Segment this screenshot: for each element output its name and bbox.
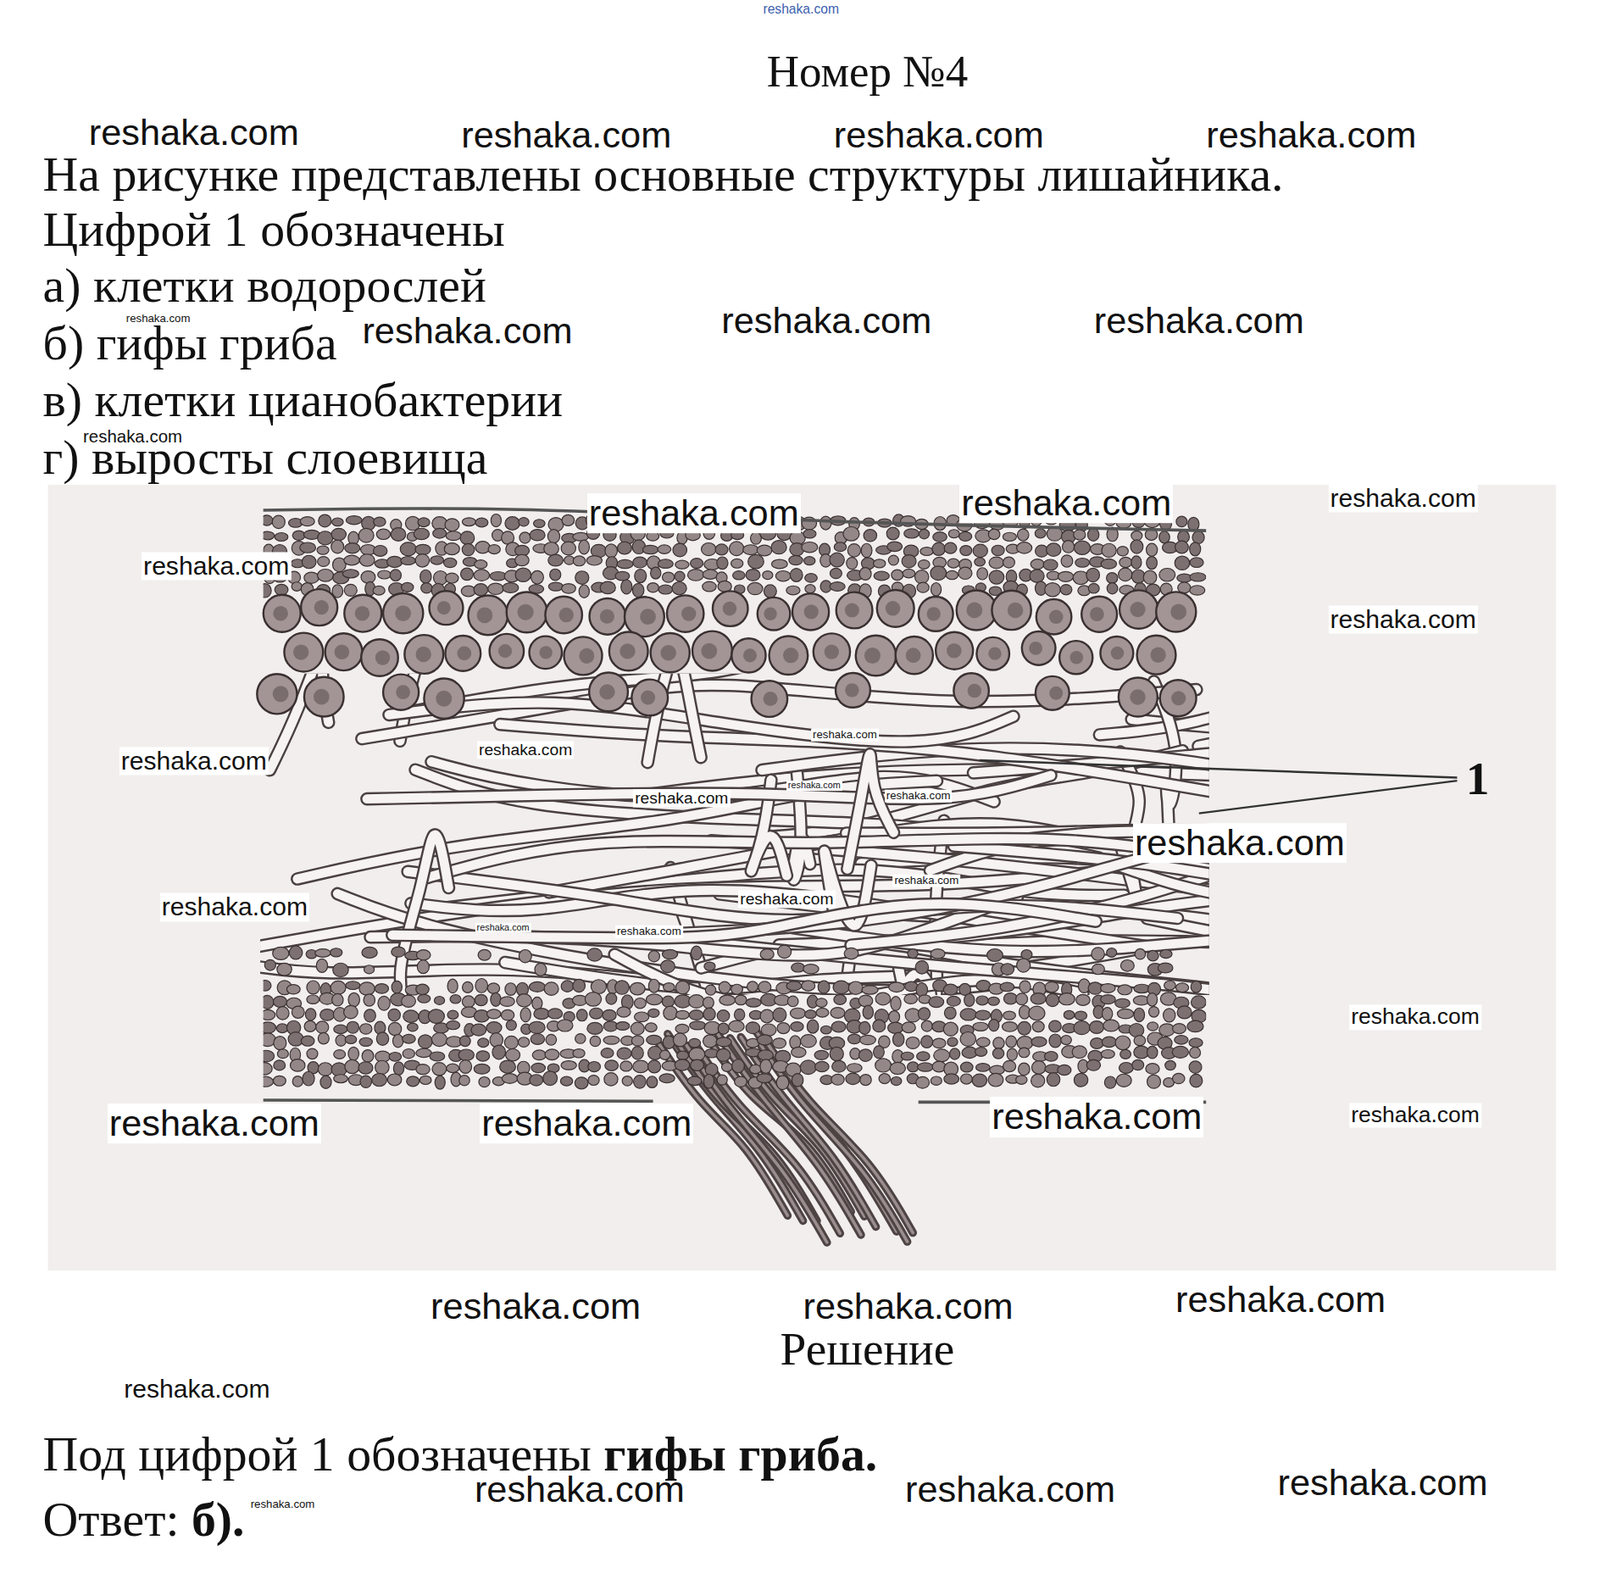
watermark: reshaka.com [1327,605,1478,634]
answer-text: Ответ: [43,1492,180,1547]
watermark: reshaka.com [587,493,801,534]
watermark: reshaka.com [1277,1462,1488,1504]
watermark: reshaka.com [786,780,843,791]
watermark: reshaka.com [738,889,835,908]
question-text: а) клетки водорослей [43,260,487,315]
question-text: На рисунке представлены основные структу… [43,148,1284,203]
cortex-cells [263,512,1207,1089]
watermark: reshaka.com [119,747,269,776]
watermark: reshaka.com [428,1287,643,1328]
answer-line: Ответ:б). [43,1493,245,1548]
task-title: Номер №4 [766,46,969,96]
watermark: reshaka.com [250,1498,316,1512]
watermark: reshaka.com [87,112,301,154]
leader-line [979,760,1458,814]
watermark: reshaka.com [1173,1279,1388,1321]
watermark: reshaka.com [360,311,574,352]
fungal-hyphae [260,673,1210,995]
question-text: б) гифы гриба [43,316,338,372]
watermark: reshaka.com [477,740,574,759]
watermark: reshaka.com [1327,483,1478,512]
algae-cells [256,588,1196,719]
watermark: reshaka.com [884,789,953,803]
watermark: reshaka.com [107,1103,322,1145]
answer-text: Под цифрой 1 обозначены [43,1427,592,1482]
watermark: reshaka.com [989,1097,1204,1139]
watermark: reshaka.com [762,1,839,17]
watermark: reshaka.com [719,300,934,342]
watermark: reshaka.com [141,552,291,581]
watermark: reshaka.com [801,1287,1016,1328]
watermark: reshaka.com [633,788,730,807]
section-heading: Решение [780,1322,956,1375]
answer-text: гифы гриба. [603,1427,878,1482]
question-text: Цифрой 1 обозначены [43,203,506,258]
watermark: reshaka.com [1133,822,1347,864]
answer-line: Под цифрой 1 обозначеныгифы гриба. [43,1427,878,1483]
watermark: reshaka.com [905,1469,1116,1511]
watermark: reshaka.com [615,925,684,939]
answer-text: б). [191,1492,245,1547]
question-text: в) клетки цианобактерии [43,373,564,428]
watermark: reshaka.com [892,874,961,888]
watermark: reshaka.com [811,728,879,742]
watermark: reshaka.com [122,1374,272,1403]
callout-number: 1 [1466,752,1490,805]
watermark: reshaka.com [1349,1005,1482,1030]
picture-ground [48,484,1557,1271]
watermark: reshaka.com [160,893,310,922]
watermark: reshaka.com [475,922,532,934]
rhizine [658,1025,913,1243]
watermark: reshaka.com [959,483,1173,524]
watermark: reshaka.com [479,1103,694,1145]
watermark: reshaka.com [1092,300,1306,342]
question-text: г) выросты слоевища [43,431,489,486]
watermark: reshaka.com [1349,1102,1482,1128]
